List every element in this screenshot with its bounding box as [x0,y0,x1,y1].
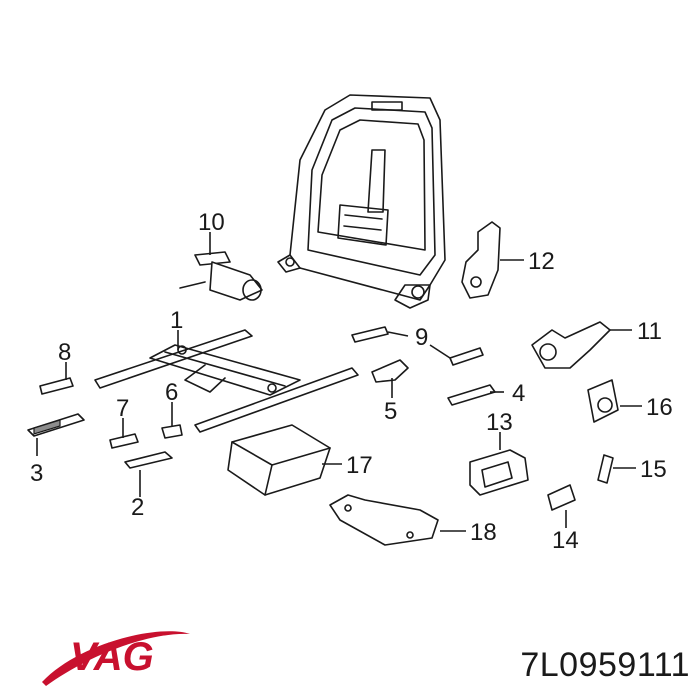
callout-16: 16 [646,394,673,421]
part-6-clip [161,424,183,439]
part-8-cap [39,377,74,395]
part-1-seat-rail-frame [94,329,359,433]
callout-11: 11 [637,318,662,345]
callout-15: 15 [640,456,667,483]
part-15-knob [597,454,614,484]
callout-8: 8 [58,339,71,366]
logo-swoosh [42,631,190,686]
callout-3: 3 [30,460,43,487]
part-10-adjustment-motor [179,251,263,301]
logo-text: VAG [70,635,154,679]
part-3-trim-cover [27,413,85,437]
part-2-trim-cover [124,451,173,469]
part-12-recliner-mechanism [461,221,501,299]
callout-12: 12 [528,248,555,275]
part-4-trim-cover [447,384,496,406]
callout-10: 10 [198,209,225,236]
part-11-adjuster-mechanism [531,321,611,369]
callout-13: 13 [486,409,513,436]
vag-logo: VAG [40,622,210,697]
callout-7: 7 [116,395,129,422]
part-14-knob [547,484,576,511]
part-5-cover [371,359,409,383]
callout-2: 2 [131,494,144,521]
part-9-covers [351,326,484,366]
callout-5: 5 [384,398,397,425]
part-13-seat-switch [469,449,529,496]
callout-14: 14 [552,527,579,554]
seat-backrest-frame [277,94,446,309]
callout-18: 18 [470,519,497,546]
part-18-bracket [329,494,439,546]
part-number-label: 7L0959111 [520,646,690,684]
callout-6: 6 [165,379,178,406]
callout-17: 17 [346,452,373,479]
part-16-lumbar-unit [587,379,619,423]
part-17-control-unit [227,424,331,496]
leader-lines [36,232,642,532]
callout-9: 9 [415,324,428,351]
callout-1: 1 [170,307,183,334]
callout-4: 4 [512,380,525,407]
part-7-cap [109,433,139,449]
